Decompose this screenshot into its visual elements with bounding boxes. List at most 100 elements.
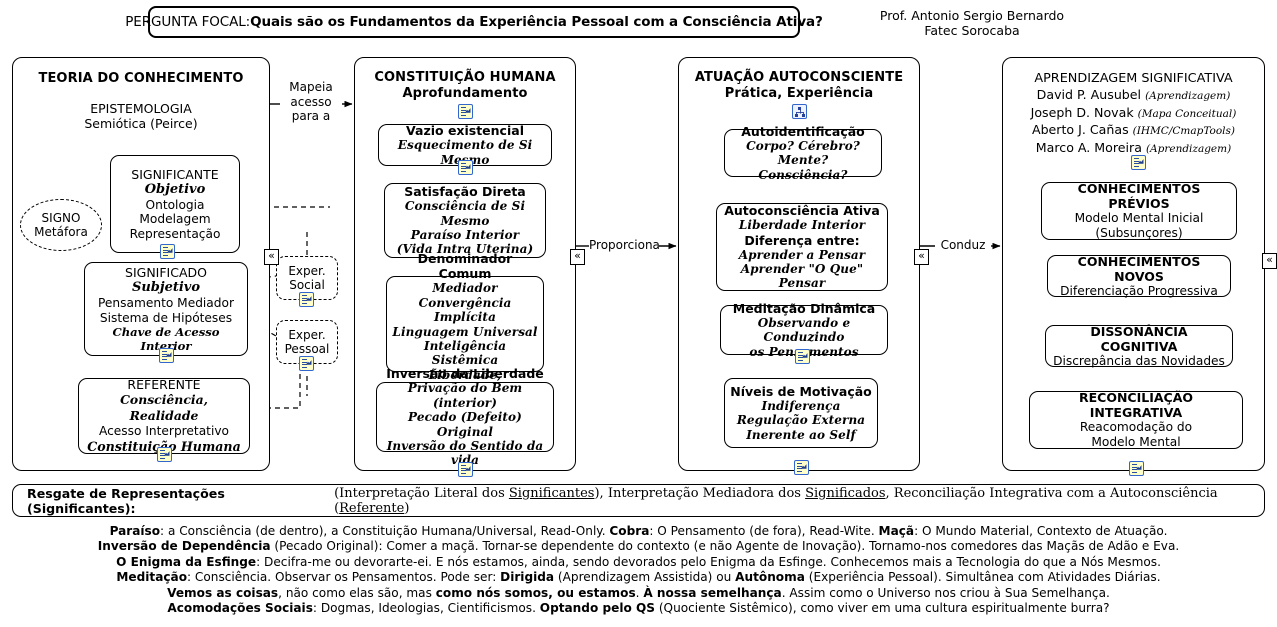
cmap-resource-icon[interactable] <box>458 104 473 119</box>
satisfacao-line-2: Paraíso Interior <box>410 228 520 242</box>
note-text: : Consciência. Observar os Pensamentos. … <box>187 570 501 585</box>
note-emphasis: Vemos as coisas <box>167 585 279 600</box>
cmap-resource-icon[interactable] <box>159 348 174 363</box>
significante-title: SIGNIFICANTE <box>131 166 219 182</box>
note-line: O Enigma da Esfinge: Decifra-me ou devor… <box>12 555 1265 570</box>
cmap-resource-icon[interactable] <box>299 292 314 307</box>
resgate-underline-significados: Significados <box>805 485 886 501</box>
inversao-title: Inversão da Liberdade <box>386 366 544 382</box>
cmap-resource-icon[interactable] <box>794 460 809 475</box>
focal-question-text: Quais são os Fundamentos da Experiência … <box>250 14 823 30</box>
author-row: David P. Ausubel (Aprendizagem) <box>1002 87 1265 105</box>
collapse-marker-col4[interactable]: « <box>1262 253 1277 269</box>
node-significante[interactable]: SIGNIFICANTE Objetivo Ontologia Modelage… <box>110 155 240 253</box>
cmap-resource-icon[interactable] <box>157 447 172 462</box>
cmap-resource-icon[interactable] <box>299 356 314 371</box>
link-label-conduz: Conduz <box>935 238 991 253</box>
col1-title: TEORIA DO CONHECIMENTO <box>38 71 244 86</box>
node-satisfacao-direta[interactable]: Satisfação Direta Consciência de Si Mesm… <box>384 183 546 258</box>
author-tag: (Aprendizagem) <box>1145 90 1231 102</box>
autoconsciencia-line-1: Liberdade Interior <box>738 218 866 233</box>
note-line: Acomodações Sociais: Dogmas, Ideologias,… <box>12 601 1265 616</box>
note-emphasis: Optando pelo QS <box>539 601 655 616</box>
link-label-proporciona: Proporciona <box>589 238 660 253</box>
node-meditacao-dinamica[interactable]: Meditação Dinâmica Observando e Conduzin… <box>720 301 888 359</box>
node-denominador-comum[interactable]: Denominador Comum Mediador Convergência … <box>386 251 544 396</box>
note-emphasis: O Enigma da Esfinge <box>116 554 257 569</box>
node-inversao-liberdade[interactable]: Inversão da Liberdade Privação do Bem (i… <box>376 366 554 467</box>
note-emphasis: Cobra <box>609 524 650 538</box>
collapse-marker-col2[interactable]: « <box>570 249 585 265</box>
cmap-resource-icon[interactable] <box>458 462 473 477</box>
vazio-title: Vazio existencial <box>406 123 524 139</box>
node-vazio-existencial[interactable]: Vazio existencial Esquecimento de Si Mes… <box>378 123 552 167</box>
denominador-title: Denominador Comum <box>417 251 513 282</box>
author-org: Fatec Sorocaba <box>924 23 1020 38</box>
node-autoconsciencia-ativa[interactable]: Autoconsciência Ativa Liberdade Interior… <box>716 203 888 291</box>
node-dissonancia-cognitiva[interactable]: DISSONÂNCIA COGNITIVA Discrepância das N… <box>1045 324 1233 368</box>
note-line: Vemos as coisas, não como elas são, mas … <box>12 586 1265 601</box>
inversao-line-1: Privação do Bem (interior) <box>407 381 523 410</box>
cmap-resource-icon[interactable] <box>458 160 473 175</box>
col4-author-list: David P. Ausubel (Aprendizagem) Joseph D… <box>1002 87 1265 157</box>
reconciliacao-line-1: Reacomodação do <box>1079 420 1193 435</box>
exper-pessoal-line-2: Pessoal <box>284 342 330 356</box>
cmap-resource-icon[interactable] <box>1131 155 1146 170</box>
note-emphasis: Dirigida <box>500 570 555 585</box>
significado-line-2: Sistema de Hipóteses <box>99 310 233 325</box>
reconciliacao-line-2: Modelo Mental <box>1091 435 1181 449</box>
significante-emphasis: Objetivo <box>144 181 206 197</box>
meditacao-line-1: Observando e Conduzindo <box>757 315 851 345</box>
note-emphasis: À nossa semelhança <box>643 585 782 600</box>
collapse-marker-col3[interactable]: « <box>914 249 929 265</box>
resgate-underline-referente: Referente <box>339 500 405 516</box>
motivacao-line-1: Indiferença <box>761 398 841 413</box>
reconciliacao-title: RECONCILIAÇÃO INTEGRATIVA <box>1078 390 1193 421</box>
author-row: Joseph D. Novak (Mapa Conceitual) <box>1002 105 1265 123</box>
autoconsciencia-line-4: Aprender "O Que" Pensar <box>740 262 864 291</box>
node-conhecimentos-novos[interactable]: CONHECIMENTOS NOVOS Diferenciação Progre… <box>1047 254 1231 298</box>
resgate-part-3: , Reconciliação Integrativa com a Autoco… <box>334 485 1218 516</box>
node-signo[interactable]: SIGNO Metáfora <box>20 199 102 251</box>
previos-line-1: Modelo Mental Inicial <box>1074 211 1204 226</box>
cmap-resource-icon[interactable] <box>1129 461 1144 476</box>
node-referente[interactable]: REFERENTE Consciência, Realidade Acesso … <box>78 377 250 454</box>
cmap-resource-icon[interactable] <box>160 244 175 259</box>
resgate-representacoes-bar: Resgate de Representações (Significantes… <box>12 484 1265 517</box>
author-row: Aberto J. Cañas (IHMC/CmapTools) <box>1002 122 1265 140</box>
node-reconciliacao-integrativa[interactable]: RECONCILIAÇÃO INTEGRATIVA Reacomodação d… <box>1029 390 1243 449</box>
cmap-resource-icon[interactable] <box>795 349 810 364</box>
note-text: . Assim como o Universo nos criou à Sua … <box>781 585 1110 600</box>
author-name: Joseph D. Novak <box>1030 104 1134 120</box>
notes-block: Paraíso: a Consciência (de dentro), a Co… <box>12 524 1265 620</box>
link-label-mapeia: Mapeia acesso para a <box>280 80 342 124</box>
cmap-hierarchy-icon[interactable] <box>792 104 807 119</box>
node-conhecimentos-previos[interactable]: CONHECIMENTOS PRÉVIOS Modelo Mental Inic… <box>1041 181 1237 240</box>
focal-question-box: PERGUNTA FOCAL: Quais são os Fundamentos… <box>125 6 823 38</box>
col2-subtitle: Aprofundamento <box>402 86 528 101</box>
significado-title: SIGNIFICADO <box>125 264 207 280</box>
col3-title: ATUAÇÃO AUTOCONSCIENTE <box>694 70 904 85</box>
denominador-line-2: Convergência Implícita <box>418 295 512 325</box>
author-name: Prof. Antonio Sergio Bernardo <box>879 8 1065 23</box>
node-niveis-motivacao[interactable]: Níveis de Motivação Indiferença Regulaçã… <box>724 378 878 448</box>
note-text: : Dogmas, Ideologias, Cientificismos. <box>312 601 540 616</box>
significante-line-2: Modelagem <box>139 212 211 227</box>
note-emphasis: Acomodações Sociais <box>167 601 313 616</box>
author-tag: (Aprendizagem) <box>1145 142 1232 155</box>
exper-pessoal-line-1: Exper. <box>288 327 326 342</box>
note-emphasis: Meditação <box>116 570 188 585</box>
node-autoidentificacao[interactable]: Autoidentificação Corpo? Cérebro? Mente?… <box>724 124 882 182</box>
note-emphasis: Autônoma <box>735 570 805 585</box>
author-row: Marco A. Moreira (Aprendizagem) <box>1002 140 1265 158</box>
denominador-line-3: Linguagem Universal <box>392 324 538 339</box>
author-tag: (Mapa Conceitual) <box>1137 107 1237 120</box>
node-significado[interactable]: SIGNIFICADO Subjetivo Pensamento Mediado… <box>84 262 248 356</box>
collapse-marker-col1[interactable]: « <box>264 249 279 265</box>
significado-line-3: Chave de Acesso Interior <box>112 325 220 354</box>
significante-line-1: Ontologia <box>145 197 205 212</box>
significado-emphasis: Subjetivo <box>131 279 201 295</box>
referente-title: REFERENTE <box>127 377 201 393</box>
note-text: , não como elas são, mas <box>278 585 436 600</box>
